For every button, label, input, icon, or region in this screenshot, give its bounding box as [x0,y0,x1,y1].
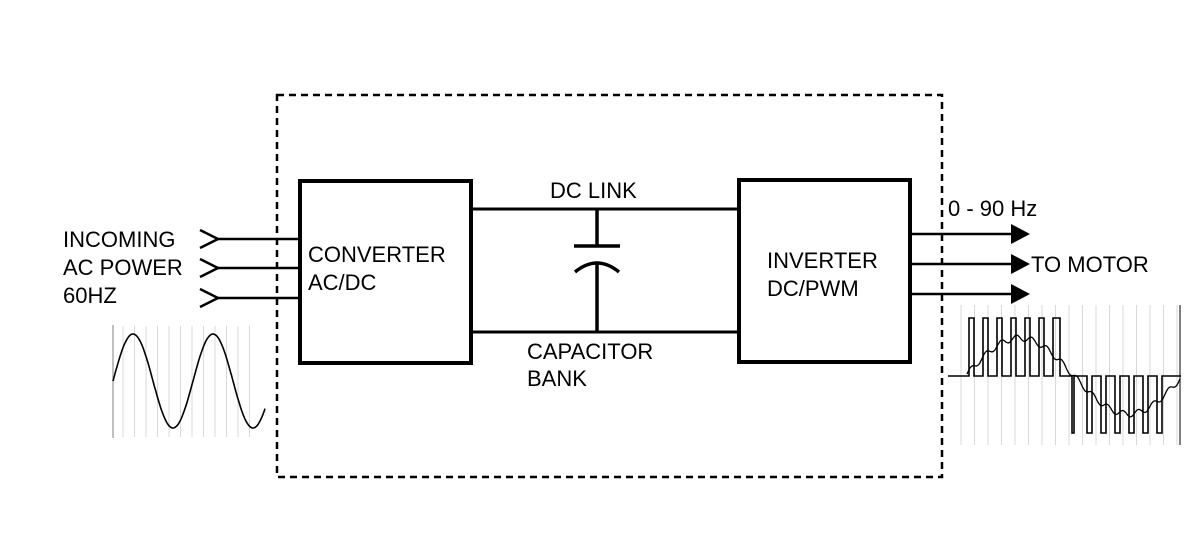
inverter-label-line-2: DC/PWM [767,276,859,301]
arrowhead-3 [1011,284,1030,304]
input-chevron-1 [199,228,221,250]
pwm-pulses [948,317,1181,434]
sine-curve [112,333,266,429]
input-label-line-3: 60HZ [63,283,117,308]
input-chevron-3 [199,287,221,309]
converter-label-line-1: CONVERTER [308,242,446,267]
arrowhead-1 [1011,224,1030,244]
converter-label-line-2: AC/DC [308,270,377,295]
capacitor-label-line-1: CAPACITOR [527,339,653,364]
capacitor-symbol [573,209,621,332]
output-destination-label: TO MOTOR [1031,252,1149,277]
output-arrowheads [1011,224,1030,304]
output-lines [910,232,1012,296]
inverter-block [737,178,912,364]
output-waveform [948,305,1181,445]
capacitor-label-line-2: BANK [527,366,587,391]
converter-block [298,179,473,365]
inverter-label-line-1: INVERTER [767,248,878,273]
input-waveform [112,325,266,438]
drive-enclosure [275,93,944,479]
input-chevron-2 [199,257,221,279]
output-frequency-label: 0 - 90 Hz [948,196,1037,221]
input-lines [199,228,300,309]
dc-link-label: DC LINK [550,178,637,203]
pwm-fundamental-curve [966,334,1181,418]
input-label-line-2: AC POWER [63,255,183,280]
input-label-line-1: INCOMING [63,227,175,252]
arrowhead-2 [1011,254,1030,274]
